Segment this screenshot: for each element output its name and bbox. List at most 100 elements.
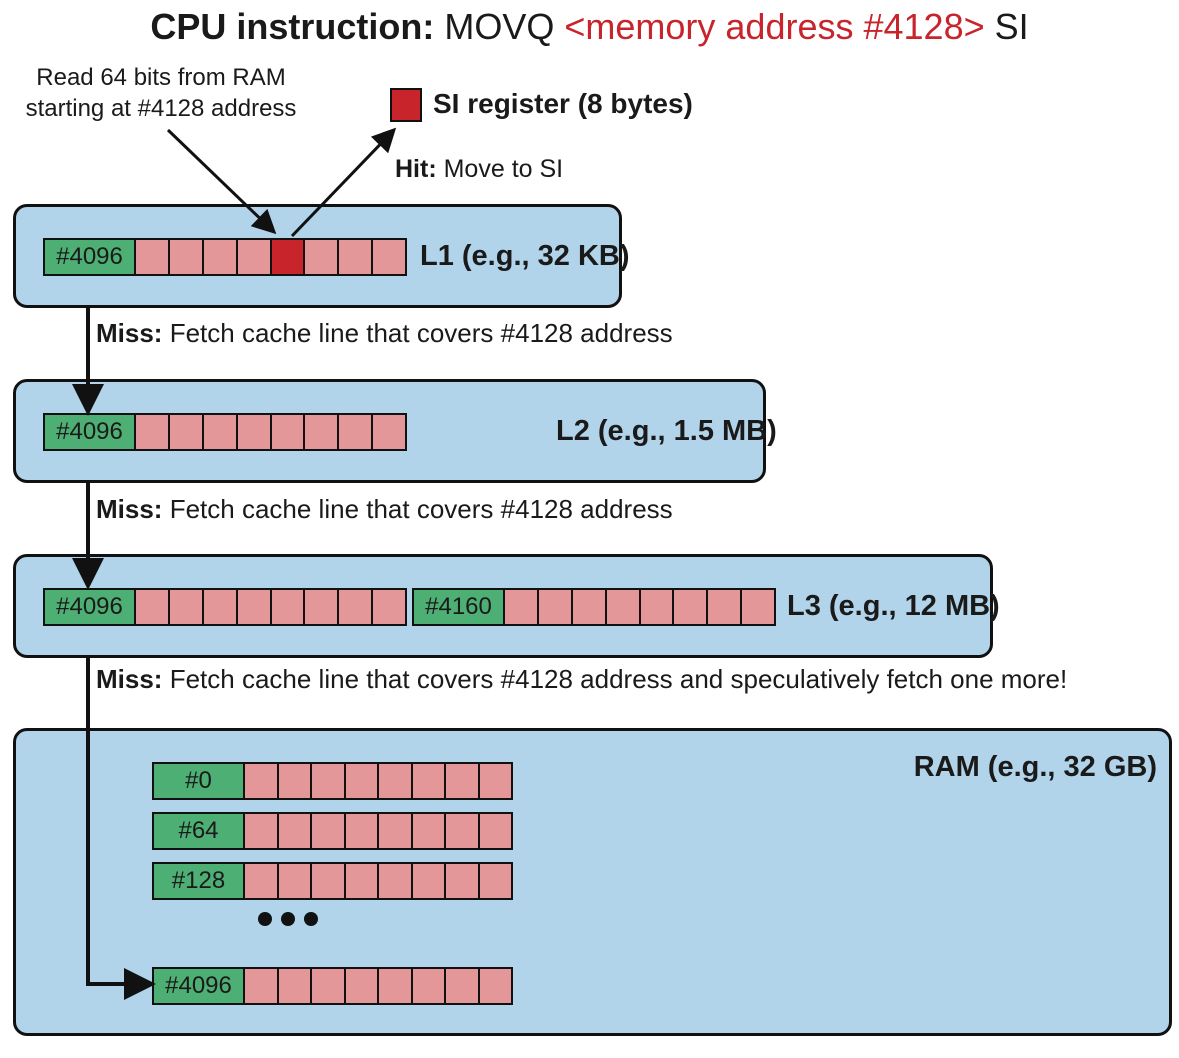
byte-cell <box>345 969 379 1003</box>
target-byte-cell <box>271 240 306 274</box>
si-register-box <box>390 88 422 122</box>
miss-note-l1: Miss: Fetch cache line that covers #4128… <box>96 318 673 349</box>
byte-cell <box>136 590 170 624</box>
byte-cell <box>373 415 405 449</box>
byte-cell <box>373 590 405 624</box>
byte-cell <box>339 590 374 624</box>
byte-cell <box>345 864 379 898</box>
byte-cell <box>446 969 480 1003</box>
byte-cell <box>245 864 279 898</box>
byte-cell <box>312 969 346 1003</box>
cache-line-address: #4096 <box>45 240 136 274</box>
ellipsis-dot <box>281 912 295 926</box>
byte-cell <box>245 969 279 1003</box>
l1-label: L1 (e.g., 32 KB) <box>420 240 630 272</box>
byte-cell <box>278 764 312 798</box>
byte-cell <box>169 590 204 624</box>
ram-label: RAM (e.g., 32 GB) <box>913 751 1157 783</box>
read-note-line2: starting at #4128 address <box>25 95 297 122</box>
byte-cell <box>278 969 312 1003</box>
byte-cell <box>305 240 340 274</box>
title-operand: <memory address #4128> <box>564 6 985 47</box>
read-note-line1: Read 64 bits from RAM <box>36 64 286 91</box>
hit-bold: Hit: <box>395 155 437 183</box>
byte-cell <box>479 969 511 1003</box>
l3-cache-box: #4096 #4160 L3 (e.g., 12 MB) <box>13 554 1000 658</box>
byte-cell <box>237 590 272 624</box>
byte-cell <box>312 814 346 848</box>
miss-text: Fetch cache line that covers #4128 addre… <box>169 664 1068 694</box>
byte-cell <box>312 864 346 898</box>
byte-cell <box>271 415 306 449</box>
cache-line-address: #64 <box>154 814 245 848</box>
byte-cell <box>345 814 379 848</box>
byte-cell <box>446 764 480 798</box>
miss-note-l3: Miss: Fetch cache line that covers #4128… <box>96 664 1067 695</box>
ram-line: #0 <box>152 762 513 800</box>
byte-cell <box>203 415 238 449</box>
byte-cell <box>237 415 272 449</box>
title-prefix: CPU instruction: <box>150 6 435 47</box>
cache-line-address: #4096 <box>154 969 245 1003</box>
byte-cell <box>379 814 413 848</box>
byte-cell <box>245 814 279 848</box>
cache-line-address: #128 <box>154 864 245 898</box>
hit-text: Move to SI <box>443 155 564 183</box>
ram-line: #128 <box>152 862 513 900</box>
cache-line-address: #4160 <box>414 590 505 624</box>
ram-line: #64 <box>152 812 513 850</box>
miss-bold: Miss: <box>96 318 163 348</box>
byte-cell <box>278 814 312 848</box>
byte-cell <box>479 764 511 798</box>
l3-cache-line: #4160 <box>412 588 776 626</box>
byte-cell <box>136 240 170 274</box>
byte-cell <box>412 764 446 798</box>
ellipsis-icon <box>258 912 318 926</box>
read-note: Read 64 bits from RAM starting at #4128 … <box>6 62 316 124</box>
byte-cell <box>373 240 405 274</box>
byte-cell <box>305 590 340 624</box>
byte-cell <box>379 969 413 1003</box>
miss-bold: Miss: <box>96 664 163 694</box>
byte-cell <box>339 415 374 449</box>
title-suffix: SI <box>994 6 1029 47</box>
byte-cell <box>237 240 272 274</box>
cache-line-address: #4096 <box>45 415 136 449</box>
cache-line-address: #4096 <box>45 590 136 624</box>
byte-cell <box>708 590 743 624</box>
byte-cell <box>479 864 511 898</box>
ellipsis-dot <box>258 912 272 926</box>
byte-cell <box>538 590 573 624</box>
miss-bold: Miss: <box>96 494 163 524</box>
byte-cell <box>742 590 774 624</box>
byte-cell <box>169 240 204 274</box>
byte-cell <box>446 864 480 898</box>
byte-cell <box>412 969 446 1003</box>
byte-cell <box>203 240 238 274</box>
byte-cell <box>345 764 379 798</box>
l2-cache-box: #4096 L2 (e.g., 1.5 MB) <box>13 379 777 483</box>
byte-cell <box>203 590 238 624</box>
byte-cell <box>169 415 204 449</box>
byte-cell <box>305 415 340 449</box>
byte-cell <box>479 814 511 848</box>
byte-cell <box>271 590 306 624</box>
si-register-label: SI register (8 bytes) <box>433 88 693 119</box>
miss-note-l2: Miss: Fetch cache line that covers #4128… <box>96 494 673 525</box>
byte-cell <box>136 415 170 449</box>
byte-cell <box>245 764 279 798</box>
byte-cell <box>674 590 709 624</box>
hit-note: Hit: Move to SI <box>395 155 563 184</box>
title-op: MOVQ <box>444 6 555 47</box>
byte-cell <box>339 240 374 274</box>
ram-box: #0 #64 #128 #4096 <box>13 728 1172 1036</box>
byte-cell <box>412 814 446 848</box>
byte-cell <box>312 764 346 798</box>
cache-line-address: #0 <box>154 764 245 798</box>
l1-cache-box: #4096 L1 (e.g., 32 KB) <box>13 204 630 308</box>
ellipsis-dot <box>304 912 318 926</box>
byte-cell <box>572 590 607 624</box>
byte-cell <box>379 864 413 898</box>
l3-label: L3 (e.g., 12 MB) <box>787 590 1000 622</box>
byte-cell <box>446 814 480 848</box>
